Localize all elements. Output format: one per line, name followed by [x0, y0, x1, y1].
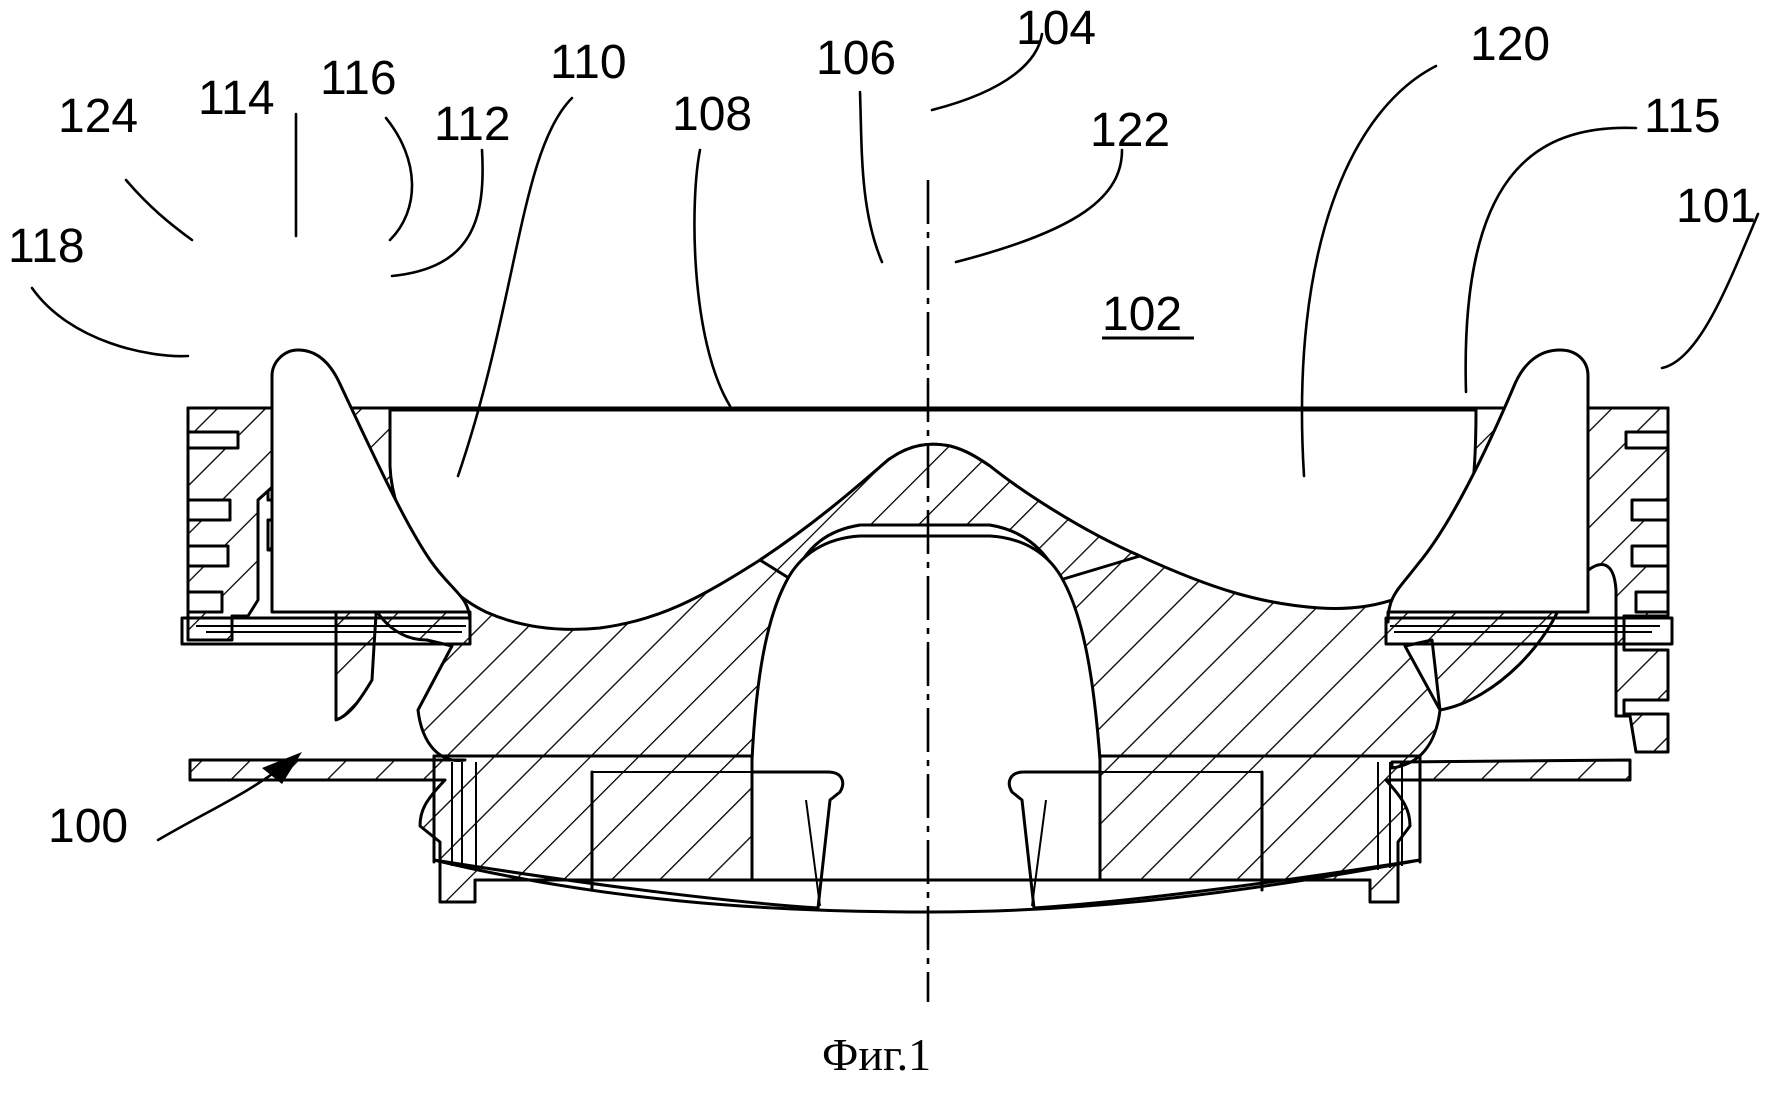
- right-ring-grooves: [1624, 430, 1670, 614]
- ref-102: 102: [1102, 288, 1182, 341]
- ref-120: 120: [1470, 18, 1550, 71]
- ref-116: 116: [320, 52, 397, 105]
- left-ring-grooves: [186, 430, 240, 614]
- ref-118: 118: [8, 220, 85, 273]
- left-cooling-gallery: [270, 348, 472, 624]
- ref-108: 108: [672, 88, 752, 141]
- ref-110: 110: [550, 36, 627, 89]
- arrow-100: [262, 752, 302, 784]
- ref-124: 124: [58, 90, 138, 143]
- ref-115: 115: [1644, 90, 1721, 143]
- leader-lines: [30, 32, 1760, 842]
- pin-boss-cavity: [750, 534, 1102, 882]
- ref-100: 100: [48, 800, 128, 853]
- right-cooling-gallery: [1386, 348, 1590, 624]
- ref-101: 101: [1676, 180, 1756, 233]
- ref-122: 122: [1090, 104, 1170, 157]
- piston-skirt: [432, 754, 1422, 914]
- lower-plates: [180, 616, 1674, 646]
- ref-104: 104: [1016, 2, 1096, 55]
- figure-caption: Фиг.1: [822, 1029, 931, 1080]
- reference-numerals: 124 114 116 112 110 108 106 104 122 120 …: [8, 2, 1756, 853]
- ref-114: 114: [198, 72, 275, 125]
- ref-112: 112: [434, 98, 511, 151]
- ref-106: 106: [816, 32, 896, 85]
